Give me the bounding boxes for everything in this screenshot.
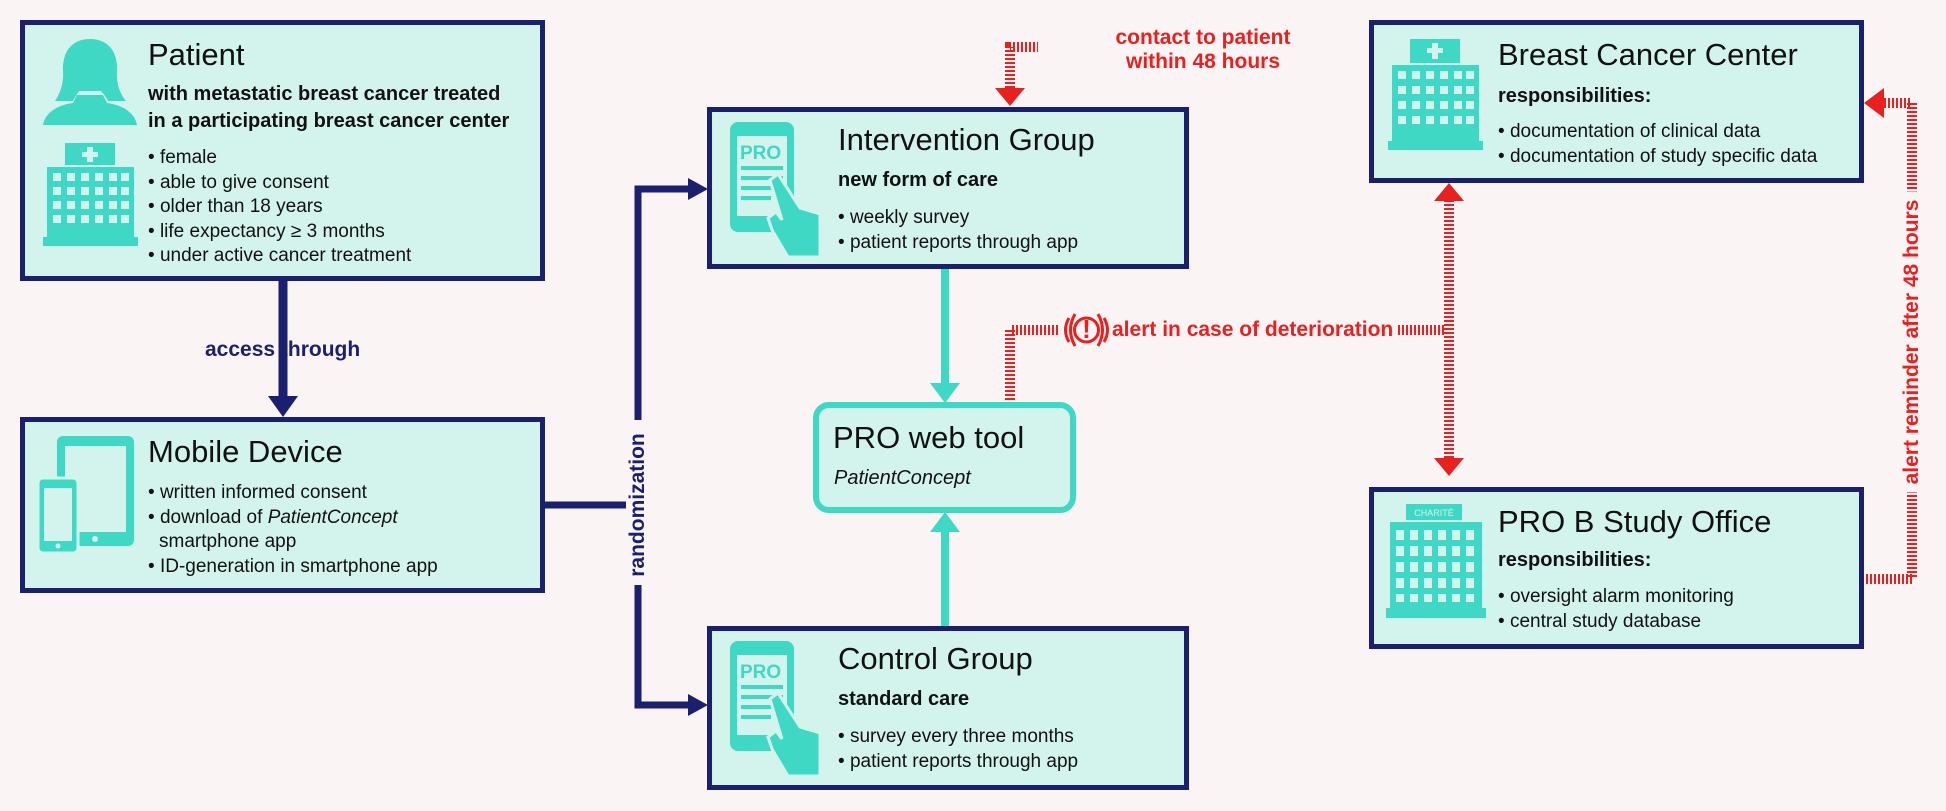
list-item: ID-generation in smartphone app xyxy=(148,555,438,580)
list-item: patient reports through app xyxy=(838,231,1078,256)
list-item: older than 18 years xyxy=(148,195,411,220)
list-item-continuation: smartphone app xyxy=(148,530,438,555)
control-subtitle: standard care xyxy=(838,688,970,710)
list-item: documentation of clinical data xyxy=(1498,120,1817,145)
pro-web-tool-box: PRO web tool PatientConcept xyxy=(813,402,1076,513)
building-sign-text: CHARITÉ xyxy=(1414,508,1454,518)
list-item: under active cancer treatment xyxy=(148,244,411,269)
access-arrow xyxy=(268,280,298,417)
reminder-label: alert reminder after 48 hours xyxy=(1900,191,1924,493)
patient-subtitle-1: with metastatic breast cancer treated xyxy=(148,83,501,105)
intervention-subtitle: new form of care xyxy=(838,169,999,191)
study-office-box: CHARITÉ PRO B Study Office responsibilit… xyxy=(1369,487,1864,649)
app-name: PatientConcept xyxy=(267,506,398,528)
patient-criteria-list: female able to give consent older than 1… xyxy=(148,146,411,269)
breast-cancer-center-box: Breast Cancer Center responsibilities: d… xyxy=(1369,20,1864,183)
pro-tool-subtitle: PatientConcept xyxy=(834,467,971,489)
control-to-tool-arrow xyxy=(930,512,960,627)
list-item: documentation of study specific data xyxy=(1498,145,1817,170)
alert-icon-mark: ! xyxy=(1082,314,1091,344)
bcc-subtitle: responsibilities: xyxy=(1498,85,1652,107)
list-item: download of PatientConcept xyxy=(148,506,438,531)
list-item: life expectancy ≥ 3 months xyxy=(148,220,411,245)
list-item: written informed consent xyxy=(148,481,438,506)
control-list: survey every three months patient report… xyxy=(838,725,1078,774)
list-item: patient reports through app xyxy=(838,750,1078,775)
control-title: Control Group xyxy=(838,641,1033,676)
alert-connector xyxy=(1005,200,1454,458)
bcc-responsibilities: documentation of clinical data documenta… xyxy=(1498,120,1817,169)
pro-icon-text: PRO xyxy=(740,662,781,683)
list-item: female xyxy=(148,146,411,171)
access-label: access through xyxy=(205,338,361,361)
list-item: survey every three months xyxy=(838,725,1078,750)
list-item: able to give consent xyxy=(148,171,411,196)
study-office-subtitle: responsibilities: xyxy=(1498,549,1652,571)
patient-box: Patient with metastatic breast cancer tr… xyxy=(20,20,545,281)
intervention-to-tool-arrow xyxy=(930,268,960,403)
study-office-title: PRO B Study Office xyxy=(1498,504,1772,539)
hospital-icon xyxy=(43,143,138,246)
intervention-group-box: PRO Intervention Group new form of care … xyxy=(707,107,1189,269)
charite-building-icon: CHARITÉ xyxy=(1386,504,1486,618)
alert-label: alert in case of deterioration xyxy=(1112,318,1394,341)
patient-subtitle-2: in a participating breast cancer center xyxy=(148,110,510,132)
contact-label-line2: within 48 hours xyxy=(1125,50,1280,73)
pro-icon-text: PRO xyxy=(740,143,781,164)
contact-label-line1: contact to patient xyxy=(1115,26,1291,49)
study-office-responsibilities: oversight alarm monitoring central study… xyxy=(1498,585,1734,634)
alert-icon xyxy=(1064,313,1109,347)
randomization-label: randomization xyxy=(626,429,650,581)
mobile-title: Mobile Device xyxy=(148,434,343,469)
download-text-cont: smartphone app xyxy=(159,531,297,552)
woman-icon xyxy=(43,39,137,125)
list-item: weekly survey xyxy=(838,206,1078,231)
control-group-box: PRO Control Group standard care survey e… xyxy=(707,626,1189,790)
contact-label: contact to patient within 48 hours xyxy=(1038,26,1368,74)
patient-title: Patient xyxy=(148,37,245,72)
randomization-arrows xyxy=(543,178,708,716)
download-text: download of xyxy=(159,506,268,528)
phone-survey-icon: PRO xyxy=(730,641,822,776)
intervention-title: Intervention Group xyxy=(838,122,1095,157)
contact-arrow xyxy=(1005,42,1379,88)
intervention-list: weekly survey patient reports through ap… xyxy=(838,206,1078,255)
list-item: central study database xyxy=(1498,610,1734,635)
pro-tool-title: PRO web tool xyxy=(833,420,1025,455)
mobile-device-box: Mobile Device written informed consent d… xyxy=(20,417,545,593)
bcc-title: Breast Cancer Center xyxy=(1498,37,1798,72)
list-item: oversight alarm monitoring xyxy=(1498,585,1734,610)
phone-survey-icon: PRO xyxy=(730,122,822,257)
hospital-icon xyxy=(1388,39,1483,150)
mobile-steps-list: written informed consent download of Pat… xyxy=(148,481,438,579)
tablet-phone-icon xyxy=(38,436,134,555)
